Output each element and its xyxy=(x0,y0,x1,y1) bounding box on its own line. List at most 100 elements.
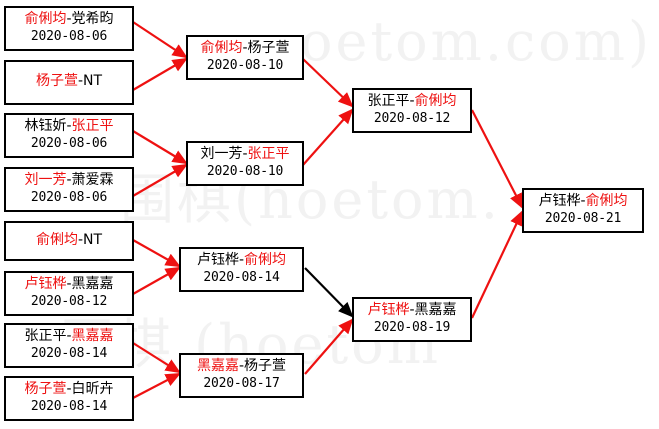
match-date: 2020-08-06 xyxy=(30,28,108,44)
player-left: 林钰妡 xyxy=(24,118,67,134)
match-players: 卢钰桦-黑嘉嘉 xyxy=(10,276,128,294)
match-box-r1m1[interactable]: 俞俐均-党希昀 2020-08-06 xyxy=(4,6,134,51)
player-right: NT xyxy=(83,73,103,90)
player-left: 卢钰桦 xyxy=(367,302,410,318)
player-right: 杨子萱 xyxy=(247,40,290,56)
player-left: 卢钰桦 xyxy=(196,252,239,268)
match-box-r2m1[interactable]: 俞俐均-杨子萱 2020-08-10 xyxy=(186,35,304,80)
match-date: 2020-08-10 xyxy=(206,57,284,73)
player-left: 俞俐均 xyxy=(200,40,243,56)
match-players: 刘一芳-萧爱霖 xyxy=(10,172,128,190)
match-box-r1m8[interactable]: 杨子萱-白昕卉 2020-08-14 xyxy=(4,376,134,421)
match-box-r3m2[interactable]: 卢钰桦-黑嘉嘉 2020-08-19 xyxy=(352,297,472,342)
match-players: 卢钰桦-俞俐均 xyxy=(185,252,298,270)
edge-r3m1-to-r4m1 xyxy=(471,109,524,209)
player-right: 白昕卉 xyxy=(71,381,114,397)
match-box-r3m1[interactable]: 张正平-俞俐均 2020-08-12 xyxy=(352,88,472,133)
player-separator: - xyxy=(77,73,84,90)
edge-r2m1-to-r3m1 xyxy=(302,58,354,108)
watermark-text-b: 围棋(hoetom. xyxy=(120,168,501,231)
watermark-text-a: oetom.com) xyxy=(300,10,653,73)
player-left: 卢钰桦 xyxy=(24,276,67,292)
player-separator: - xyxy=(66,276,72,292)
match-date: 2020-08-17 xyxy=(203,375,280,391)
edge-r1m7-to-r2m4 xyxy=(132,342,181,374)
edge-r2m4-to-r3m2 xyxy=(304,318,354,375)
player-right: 俞俐均 xyxy=(585,193,628,209)
player-separator: - xyxy=(409,302,415,318)
edge-r1m4-to-r2m2 xyxy=(132,163,188,197)
match-players: 俞俐均-NT xyxy=(36,232,102,250)
player-right: 俞俐均 xyxy=(414,93,457,109)
match-date: 2020-08-06 xyxy=(30,135,108,151)
match-box-r1m5[interactable]: 俞俐均-NT xyxy=(4,221,134,261)
match-box-final[interactable]: 卢钰桦-俞俐均 2020-08-21 xyxy=(522,188,644,233)
match-players: 林钰妡-张正平 xyxy=(10,118,128,136)
player-separator: - xyxy=(66,172,72,188)
player-right: NT xyxy=(83,231,103,248)
player-separator: - xyxy=(238,252,245,268)
player-left: 俞俐均 xyxy=(24,11,67,27)
player-right: 黑嘉嘉 xyxy=(71,328,114,344)
player-right: 张正平 xyxy=(71,118,114,134)
player-left: 黑嘉嘉 xyxy=(196,358,239,374)
player-right: 黑嘉嘉 xyxy=(414,302,457,318)
match-date: 2020-08-14 xyxy=(30,345,108,361)
match-date: 2020-08-06 xyxy=(30,189,108,205)
match-box-r2m3[interactable]: 卢钰桦-俞俐均 2020-08-14 xyxy=(179,247,304,292)
player-separator: - xyxy=(66,118,72,134)
match-players: 俞俐均-党希昀 xyxy=(10,11,128,29)
player-left: 张正平 xyxy=(24,328,67,344)
edge-r1m1-to-r2m1 xyxy=(132,21,188,59)
player-right: 黑嘉嘉 xyxy=(71,276,114,292)
edge-r1m2-to-r2m1 xyxy=(132,57,188,91)
edge-r1m8-to-r2m4 xyxy=(132,372,181,399)
player-separator: - xyxy=(66,328,72,344)
player-right: 萧爱霖 xyxy=(71,172,114,188)
match-players: 俞俐均-杨子萱 xyxy=(192,40,298,58)
player-left: 俞俐均 xyxy=(35,231,78,248)
match-box-r1m2[interactable]: 杨子萱-NT xyxy=(4,60,134,105)
match-date: 2020-08-12 xyxy=(373,110,451,126)
player-separator: - xyxy=(580,193,586,209)
player-left: 杨子萱 xyxy=(24,381,67,397)
edge-r3m2-to-r4m1 xyxy=(471,210,523,319)
match-date: 2020-08-14 xyxy=(30,398,108,414)
player-left: 杨子萱 xyxy=(35,73,78,90)
edge-r2m3-to-r3m2 xyxy=(304,267,354,318)
match-box-r1m6[interactable]: 卢钰桦-黑嘉嘉 2020-08-12 xyxy=(4,271,134,316)
player-left: 卢钰桦 xyxy=(538,193,581,209)
match-players: 卢钰桦-俞俐均 xyxy=(528,193,638,211)
player-separator: - xyxy=(242,40,248,56)
match-box-r1m3[interactable]: 林钰妡-张正平 2020-08-06 xyxy=(4,113,134,158)
player-separator: - xyxy=(66,11,72,27)
match-players: 杨子萱-NT xyxy=(36,73,102,91)
player-left: 刘一芳 xyxy=(200,146,243,162)
match-box-r2m2[interactable]: 刘一芳-张正平 2020-08-10 xyxy=(186,141,304,186)
match-players: 杨子萱-白昕卉 xyxy=(10,381,128,399)
match-box-r1m4[interactable]: 刘一芳-萧爱霖 2020-08-06 xyxy=(4,167,134,212)
match-box-r1m7[interactable]: 张正平-黑嘉嘉 2020-08-14 xyxy=(4,323,134,368)
match-box-r2m4[interactable]: 黑嘉嘉-杨子萱 2020-08-17 xyxy=(179,353,304,398)
match-date: 2020-08-14 xyxy=(203,269,280,285)
match-players: 张正平-黑嘉嘉 xyxy=(10,328,128,346)
player-separator: - xyxy=(66,381,72,397)
player-separator: - xyxy=(238,358,245,374)
edge-r1m5-to-r2m3 xyxy=(132,239,181,268)
player-separator: - xyxy=(242,146,248,162)
match-players: 卢钰桦-黑嘉嘉 xyxy=(358,302,466,320)
player-right: 俞俐均 xyxy=(244,252,287,268)
edge-r2m2-to-r3m1 xyxy=(302,108,354,166)
player-right: 张正平 xyxy=(247,146,290,162)
player-left: 刘一芳 xyxy=(24,172,67,188)
player-separator: - xyxy=(77,231,84,248)
player-left: 张正平 xyxy=(367,93,410,109)
edge-r1m6-to-r2m3 xyxy=(132,266,181,295)
match-date: 2020-08-10 xyxy=(206,163,284,179)
match-date: 2020-08-19 xyxy=(373,319,451,335)
edge-r1m3-to-r2m2 xyxy=(132,130,188,165)
match-players: 黑嘉嘉-杨子萱 xyxy=(185,358,298,376)
match-date: 2020-08-21 xyxy=(544,210,622,226)
match-date: 2020-08-12 xyxy=(30,293,108,309)
